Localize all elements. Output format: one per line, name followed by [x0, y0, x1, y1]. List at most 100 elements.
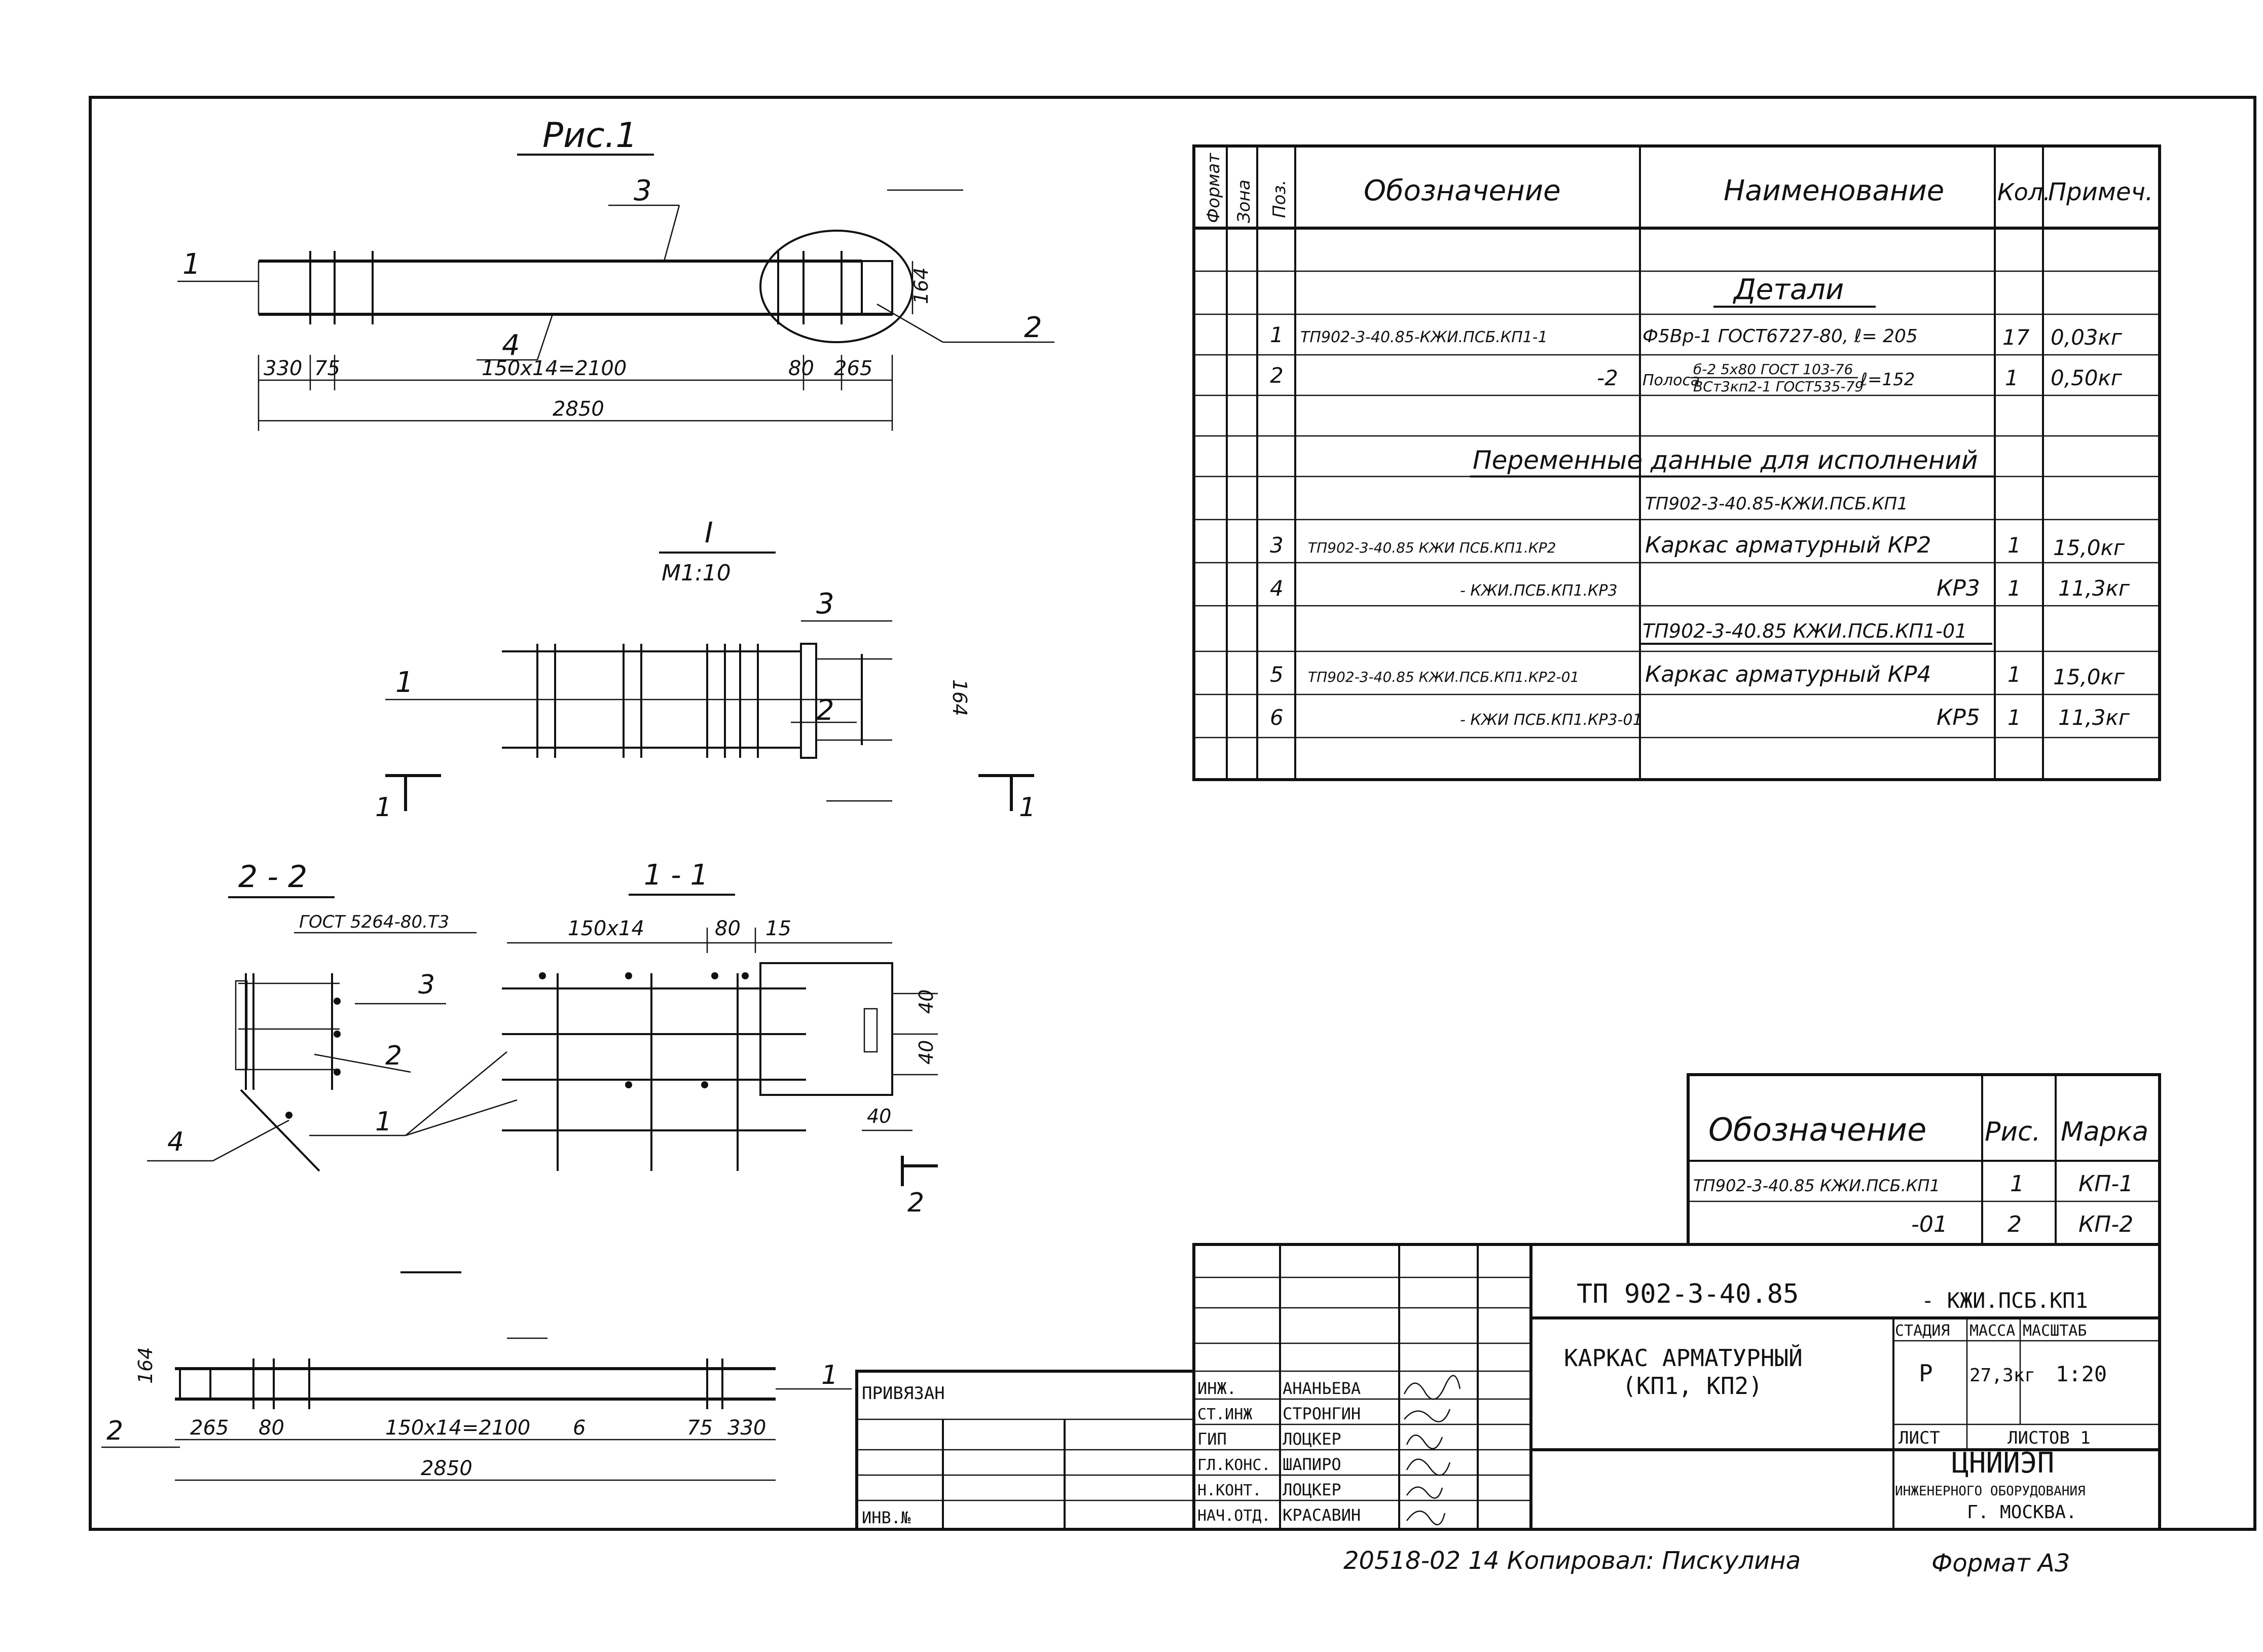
fig2-dim-330: 330 — [727, 1416, 766, 1440]
leader-label-4: 4 — [502, 329, 520, 362]
spec-row-2-name-prefix: Полоса — [1642, 372, 1700, 389]
section-I-label: I — [705, 517, 713, 549]
leader-label-2: 2 — [1024, 311, 1042, 344]
signature-5 — [1406, 1486, 1443, 1499]
spec-row-3-designation: ТП902-3-40.85 КЖИ ПСБ.КП1.КР2 — [1308, 539, 1556, 556]
s22-leader-2: 2 — [385, 1041, 402, 1071]
spec-header-note: Примеч. — [2048, 178, 2153, 206]
spec-row-4-designation: - КЖИ.ПСБ.КП1.КР3 — [1460, 582, 1618, 600]
s11-dim-2100: 150х14 — [568, 917, 644, 940]
figure-title: Рис.1 — [542, 116, 637, 156]
s11-dim-40b: 40 — [915, 1040, 937, 1064]
marks-row-1-fig: 1 — [2010, 1171, 2024, 1197]
fig2-leader-1: 1 — [821, 1360, 838, 1390]
dim-2100: 150х14=2100 — [482, 357, 627, 380]
spec-row-6-designation: - КЖИ ПСБ.КП1.КР3-01 — [1460, 711, 1642, 729]
spec-header-designation: Обозначение — [1364, 174, 1561, 207]
s11-dim-15: 15 — [765, 917, 791, 940]
fig2-dim-2100: 150х14=2100 — [385, 1416, 530, 1440]
marks-row-1-mark: КП-1 — [2078, 1171, 2133, 1197]
marks-header-designation: Обозначение — [1708, 1111, 1926, 1148]
spec-section-variable: Переменные данные для исполнений — [1473, 446, 1978, 475]
bound-label: ПРИВЯЗАН — [862, 1383, 945, 1404]
footer-copy: 20518-02 14 Копировал: Пискулина — [1343, 1547, 1801, 1575]
sheet-label: ЛИСТ — [1899, 1428, 1940, 1448]
title-block: ИНЖ. АНАНЬЕВА СТ.ИНЖ СТРОНГИН ГИП ЛОЦКЕР… — [1192, 1243, 2161, 1531]
s11-dim-40c: 40 — [867, 1105, 891, 1127]
spec-row-5-qty: 1 — [2008, 662, 2021, 687]
marks-row-2-fig: 2 — [2008, 1212, 2022, 1237]
scale-label: МАСШТАБ — [2023, 1322, 2087, 1340]
spec-header-name: Наименование — [1724, 174, 1944, 207]
spec-row-2-name-suffix: ℓ=152 — [1860, 370, 1915, 390]
section-I-scale: М1:10 — [662, 560, 731, 586]
leader-label-1: 1 — [182, 248, 201, 281]
role-1: ИНЖ. — [1197, 1379, 1236, 1398]
role-2-name: СТРОНГИН — [1283, 1404, 1361, 1423]
marks-row-2-designation: -01 — [1911, 1212, 1948, 1237]
spec-row-6-pos: 6 — [1270, 705, 1284, 730]
plan-leader-3: 3 — [816, 588, 834, 620]
spec-row-4-qty: 1 — [2008, 576, 2021, 601]
spec-row-2-name-top: б-2 5х80 ГОСТ 103-76 — [1693, 361, 1853, 378]
plan-leader-2: 2 — [816, 694, 834, 727]
s11-dim-80: 80 — [715, 917, 741, 940]
fig2-dim-2850: 2850 — [421, 1457, 472, 1480]
spec-header-pos: Поз. — [1269, 180, 1290, 218]
role-5-name: ЛОЦКЕР — [1283, 1480, 1341, 1499]
figure-2-side-view: 1 2 164 265 80 150х14=2100 6 75 330 2850 — [101, 1271, 852, 1481]
section-2-2-view: 2 - 2 ГОСТ 5264-80.Т3 3 2 4 1 — [147, 859, 518, 1172]
section-22-label: 2 - 2 — [238, 859, 307, 895]
dim-164-top: 164 — [910, 267, 932, 304]
sheet-frame — [89, 96, 2256, 1531]
signature-2 — [1404, 1409, 1451, 1422]
s22-leader-1: 1 — [375, 1107, 392, 1137]
spec-row-2-qty: 1 — [2005, 365, 2019, 390]
fig2-dim-265: 265 — [190, 1416, 229, 1440]
role-4: ГЛ.КОНС. — [1197, 1456, 1271, 1474]
stage-label: СТАДИЯ — [1895, 1322, 1950, 1340]
fig2-dim-75: 75 — [687, 1416, 713, 1440]
gost-weld-label: ГОСТ 5264-80.Т3 — [299, 912, 449, 932]
stage-value: Р — [1919, 1360, 1933, 1387]
spec-row-2-note: 0,50кг — [2051, 365, 2123, 390]
dim-80: 80 — [788, 357, 814, 380]
spec-variant-header-1: ТП902-3-40.85-КЖИ.ПСБ.КП1 — [1645, 494, 1908, 514]
leader-label-3: 3 — [634, 174, 652, 207]
spec-section-details: Детали — [1732, 273, 1844, 306]
signature-4 — [1406, 1458, 1451, 1476]
specification-table: Формат Зона Поз. Обозначение Наименовани… — [1192, 144, 2161, 781]
sheets-label: ЛИСТОВ 1 — [2008, 1428, 2091, 1448]
marks-table: Обозначение Рис. Марка ТП902-3-40.85 КЖИ… — [1687, 1073, 2161, 1246]
spec-row-1-note: 0,03кг — [2051, 325, 2123, 350]
binding-box: ПРИВЯЗАН ИНВ.№ — [855, 1370, 1195, 1531]
scale-value: 1:20 — [2056, 1362, 2107, 1386]
marks-row-1-designation: ТП902-3-40.85 КЖИ.ПСБ.КП1 — [1693, 1176, 1940, 1195]
fig2-leader-2: 2 — [106, 1416, 123, 1446]
role-4-name: ШАПИРО — [1283, 1455, 1341, 1474]
spec-row-4-name: КР3 — [1937, 575, 1980, 601]
dim-265: 265 — [834, 357, 872, 380]
plan-dim-164: 164 — [948, 679, 971, 716]
role-1-name: АНАНЬЕВА — [1283, 1379, 1361, 1398]
spec-row-2-name-bot: ВСт3кп2-1 ГОСТ535-79 — [1693, 378, 1864, 395]
title-line-2: (КП1, КП2) — [1622, 1372, 1763, 1400]
spec-row-1-name: Ф5Вр-1 ГОСТ6727-80, ℓ= 205 — [1642, 326, 1918, 347]
dim-330: 330 — [264, 357, 302, 380]
spec-row-6-qty: 1 — [2008, 705, 2021, 730]
mass-label: МАССА — [1969, 1322, 2015, 1340]
spec-row-2-pos: 2 — [1270, 363, 1284, 388]
spec-variant-header-2: ТП902-3-40.85 КЖИ.ПСБ.КП1-01 — [1642, 620, 1967, 642]
mass-value: 27,3кг — [1969, 1365, 2035, 1386]
cut-label-left: 1 — [375, 792, 392, 823]
role-2: СТ.ИНЖ — [1197, 1406, 1252, 1423]
spec-row-3-pos: 3 — [1270, 533, 1284, 558]
spec-row-2-designation: -2 — [1597, 365, 1618, 390]
org-name: ЦНИИЭП — [1952, 1447, 2054, 1480]
section-1-1-view: 1 - 1 150х14 80 15 40 40 40 2 — [502, 859, 938, 1218]
s22-leader-3: 3 — [418, 970, 435, 1000]
spec-row-5-name: Каркас арматурный КР4 — [1645, 662, 1931, 687]
inv-label: ИНВ.№ — [862, 1508, 911, 1527]
s11-dim-40a: 40 — [915, 989, 937, 1014]
